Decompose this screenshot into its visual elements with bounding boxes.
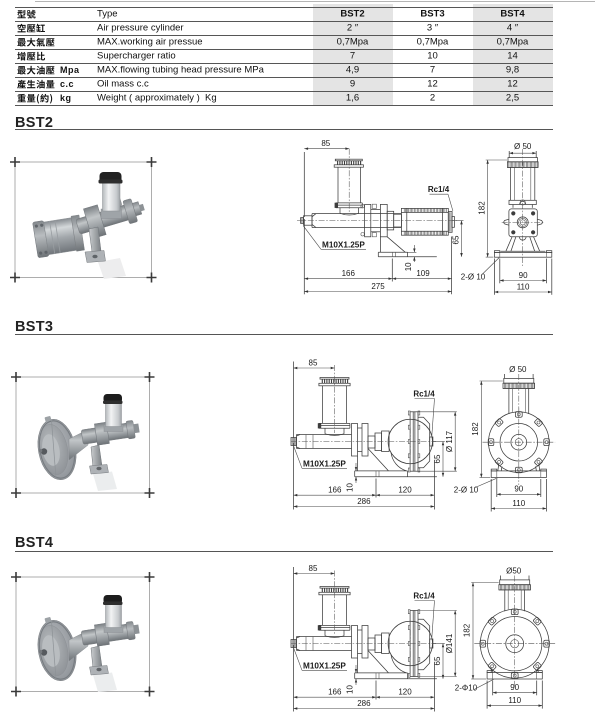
svg-text:110: 110 bbox=[512, 499, 525, 508]
svg-text:Rc1/4: Rc1/4 bbox=[413, 390, 435, 399]
svg-text:109: 109 bbox=[416, 269, 430, 278]
svg-text:85: 85 bbox=[321, 139, 330, 148]
svg-text:Rc1/4: Rc1/4 bbox=[428, 185, 450, 194]
svg-text:10: 10 bbox=[345, 483, 354, 492]
svg-text:Rc1/4: Rc1/4 bbox=[413, 592, 435, 601]
svg-text:65: 65 bbox=[433, 454, 442, 463]
svg-text:182: 182 bbox=[477, 201, 486, 215]
svg-text:286: 286 bbox=[357, 497, 371, 506]
svg-text:2-Ø 10: 2-Ø 10 bbox=[461, 272, 486, 281]
svg-text:166: 166 bbox=[328, 688, 342, 697]
svg-text:85: 85 bbox=[309, 358, 318, 367]
svg-text:Ø 50: Ø 50 bbox=[509, 365, 527, 374]
svg-text:Ø50: Ø50 bbox=[506, 567, 522, 576]
svg-text:110: 110 bbox=[517, 282, 530, 291]
svg-text:120: 120 bbox=[398, 688, 412, 697]
svg-text:110: 110 bbox=[508, 696, 521, 705]
svg-text:182: 182 bbox=[463, 623, 472, 637]
svg-text:90: 90 bbox=[510, 683, 519, 692]
svg-text:90: 90 bbox=[519, 271, 528, 280]
svg-text:275: 275 bbox=[371, 282, 385, 291]
svg-text:90: 90 bbox=[514, 485, 523, 494]
svg-text:166: 166 bbox=[342, 269, 356, 278]
svg-text:120: 120 bbox=[398, 486, 412, 495]
svg-text:65: 65 bbox=[433, 656, 442, 665]
svg-text:2-Φ10: 2-Φ10 bbox=[455, 683, 478, 692]
svg-text:Ø 117: Ø 117 bbox=[445, 430, 454, 452]
svg-text:166: 166 bbox=[328, 486, 342, 495]
svg-text:182: 182 bbox=[471, 422, 480, 436]
svg-text:65: 65 bbox=[451, 235, 460, 244]
svg-text:M10X1.25P: M10X1.25P bbox=[303, 662, 346, 671]
svg-text:85: 85 bbox=[309, 564, 318, 573]
svg-text:Ø 50: Ø 50 bbox=[514, 142, 532, 151]
svg-text:2-Ø 10: 2-Ø 10 bbox=[454, 485, 479, 494]
svg-text:286: 286 bbox=[357, 699, 371, 708]
svg-text:10: 10 bbox=[404, 262, 413, 271]
svg-text:10: 10 bbox=[345, 685, 354, 694]
svg-text:M10X1.25P: M10X1.25P bbox=[322, 241, 365, 250]
svg-text:M10X1.25P: M10X1.25P bbox=[303, 460, 346, 469]
svg-text:Ø141: Ø141 bbox=[445, 633, 454, 653]
